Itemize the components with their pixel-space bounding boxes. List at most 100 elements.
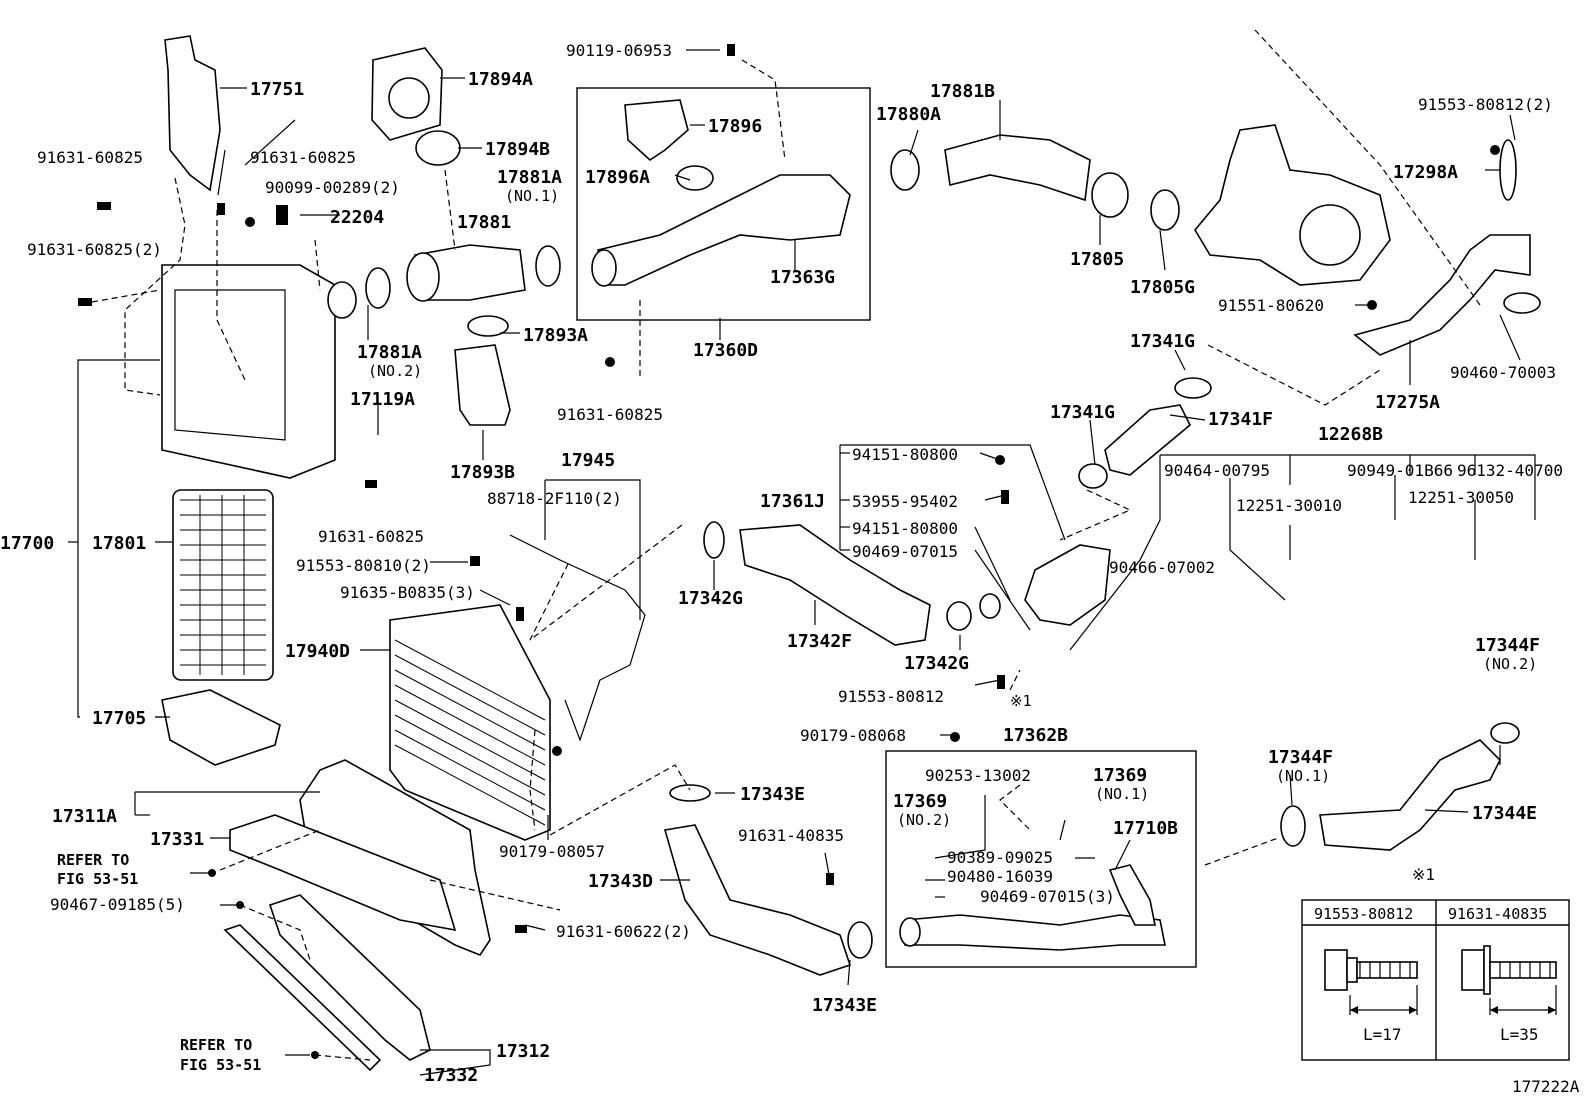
box-17362B xyxy=(885,750,1197,968)
label-22204: 22204 xyxy=(330,207,384,228)
label-no2-a: (NO.2) xyxy=(368,362,422,380)
label-90469-07015-3: 90469-07015(3) xyxy=(980,887,1115,906)
label-17119A: 17119A xyxy=(350,389,415,410)
part-17893A-shape xyxy=(467,315,509,337)
part-17894B-shape xyxy=(415,130,461,166)
label-17801: 17801 xyxy=(92,533,146,554)
label-17805G: 17805G xyxy=(1130,277,1195,298)
legend-col2-len: L=35 xyxy=(1500,1025,1539,1044)
part-17341G-b-shape xyxy=(1078,463,1108,489)
part-17893B-shape xyxy=(454,344,511,426)
label-fig-53-51-1: FIG 53-51 xyxy=(57,870,138,888)
part-17343E-b-shape xyxy=(847,921,873,959)
legend-table: ※1 91553-80812 91631-40835 L=17 xyxy=(1301,865,1570,1061)
label-96132-40700: 96132-40700 xyxy=(1457,461,1563,480)
label-17896A: 17896A xyxy=(585,167,650,188)
part-17298A-bracket xyxy=(1499,139,1517,201)
legend-col1-len: L=17 xyxy=(1363,1025,1402,1044)
label-17344F-no1: 17344F xyxy=(1268,747,1333,768)
label-17880A: 17880A xyxy=(876,104,941,125)
label-17363G: 17363G xyxy=(770,267,835,288)
label-17710B: 17710B xyxy=(1113,818,1178,839)
part-17896A-shape xyxy=(676,165,714,191)
part-17880A-shape xyxy=(890,149,920,191)
part-17341F-shape xyxy=(1104,404,1191,476)
part-17342G-a-shape xyxy=(703,521,725,559)
label-17881A-no2: 17881A xyxy=(357,342,422,363)
part-17362B-end-left xyxy=(899,917,921,947)
label-17342G-a: 17342G xyxy=(678,588,743,609)
label-no1-a: (NO.1) xyxy=(505,187,559,205)
label-17342G-b: 17342G xyxy=(904,653,969,674)
label-90469-07015: 90469-07015 xyxy=(852,542,958,561)
label-91553-80810-2: 91553-80810(2) xyxy=(296,556,431,575)
part-17343D-shape xyxy=(663,824,852,976)
part-17343E-a-shape xyxy=(669,784,711,802)
label-94151-80800-a: 94151-80800 xyxy=(852,445,958,464)
part-17700-shape xyxy=(161,264,336,479)
label-90099-00289-2: 90099-00289(2) xyxy=(265,178,400,197)
legend-col1-part: 91553-80812 xyxy=(1314,905,1413,923)
label-17343E-b: 17343E xyxy=(812,995,877,1016)
label-90460-70003: 90460-70003 xyxy=(1450,363,1556,382)
label-17894A: 17894A xyxy=(468,69,533,90)
label-refer-to-1: REFER TO xyxy=(57,851,129,869)
label-17298A: 17298A xyxy=(1393,162,1458,183)
label-17881A-no1: 17881A xyxy=(497,167,562,188)
part-17332-shape xyxy=(223,924,382,1072)
label-91553-80812-2: 91553-80812(2) xyxy=(1418,95,1553,114)
label-17940D: 17940D xyxy=(285,641,350,662)
legend-mark: ※1 xyxy=(1412,865,1435,884)
part-17342G-b-shape xyxy=(946,601,972,631)
label-17344E: 17344E xyxy=(1472,803,1537,824)
part-17363G-shape xyxy=(597,174,851,286)
label-17369-no1: 17369 xyxy=(1093,765,1147,786)
label-17360D: 17360D xyxy=(693,340,758,361)
label-90466-07002: 90466-07002 xyxy=(1109,558,1215,577)
label-12251-30050: 12251-30050 xyxy=(1408,488,1514,507)
label-90119-06953: 90119-06953 xyxy=(566,41,672,60)
part-17940D-fins xyxy=(394,639,546,826)
leader-lines xyxy=(68,49,1536,1076)
label-17945: 17945 xyxy=(561,450,615,471)
part-17894A-hole xyxy=(388,77,430,119)
label-94151-80800-b: 94151-80800 xyxy=(852,519,958,538)
part-17881B-shape xyxy=(944,134,1091,202)
label-12268B: 12268B xyxy=(1318,424,1383,445)
label-17893A: 17893A xyxy=(523,325,588,346)
part-17275A-shape xyxy=(1353,234,1531,356)
part-17805-shape xyxy=(1091,172,1129,218)
label-17332: 17332 xyxy=(424,1065,478,1086)
part-17705-shape xyxy=(161,689,281,766)
label-91631-40835: 91631-40835 xyxy=(738,826,844,845)
label-17342F: 17342F xyxy=(787,631,852,652)
part-17881A-no2 xyxy=(365,267,391,309)
label-91553-80812: 91553-80812 xyxy=(838,687,944,706)
part-17881A-no1 xyxy=(535,245,561,287)
label-17361J: 17361J xyxy=(760,491,825,512)
label-17362B: 17362B xyxy=(1003,725,1068,746)
label-17331: 17331 xyxy=(150,829,204,850)
label-17751: 17751 xyxy=(250,79,304,100)
label-17344F-no2: 17344F xyxy=(1475,635,1540,656)
labels: 17751 17894A 17894B 90119-06953 17896 17… xyxy=(0,41,1563,1086)
label-no1-c: (NO.1) xyxy=(1276,767,1330,785)
part-17341G-a-shape xyxy=(1174,377,1212,399)
guide-lines xyxy=(91,29,1481,1061)
label-17341G-a: 17341G xyxy=(1130,331,1195,352)
label-91631-60825-2: 91631-60825(2) xyxy=(27,240,162,259)
label-90949-01B66: 90949-01B66 xyxy=(1347,461,1453,480)
label-91551-80620: 91551-80620 xyxy=(1218,296,1324,315)
fastener-glyphs xyxy=(78,44,1500,1059)
label-88718-2F110-2: 88718-2F110(2) xyxy=(487,489,622,508)
label-17705: 17705 xyxy=(92,708,146,729)
part-17361J-shape xyxy=(1024,544,1111,626)
part-17312-shape xyxy=(268,894,431,1061)
part-17342G-c-shape xyxy=(979,593,1001,619)
part-17896-shape xyxy=(624,99,689,162)
label-90389-09025: 90389-09025 xyxy=(947,848,1053,867)
part-17362B-shape xyxy=(904,914,1166,951)
label-91631-60825-a: 91631-60825 xyxy=(37,148,143,167)
label-17275A: 17275A xyxy=(1375,392,1440,413)
